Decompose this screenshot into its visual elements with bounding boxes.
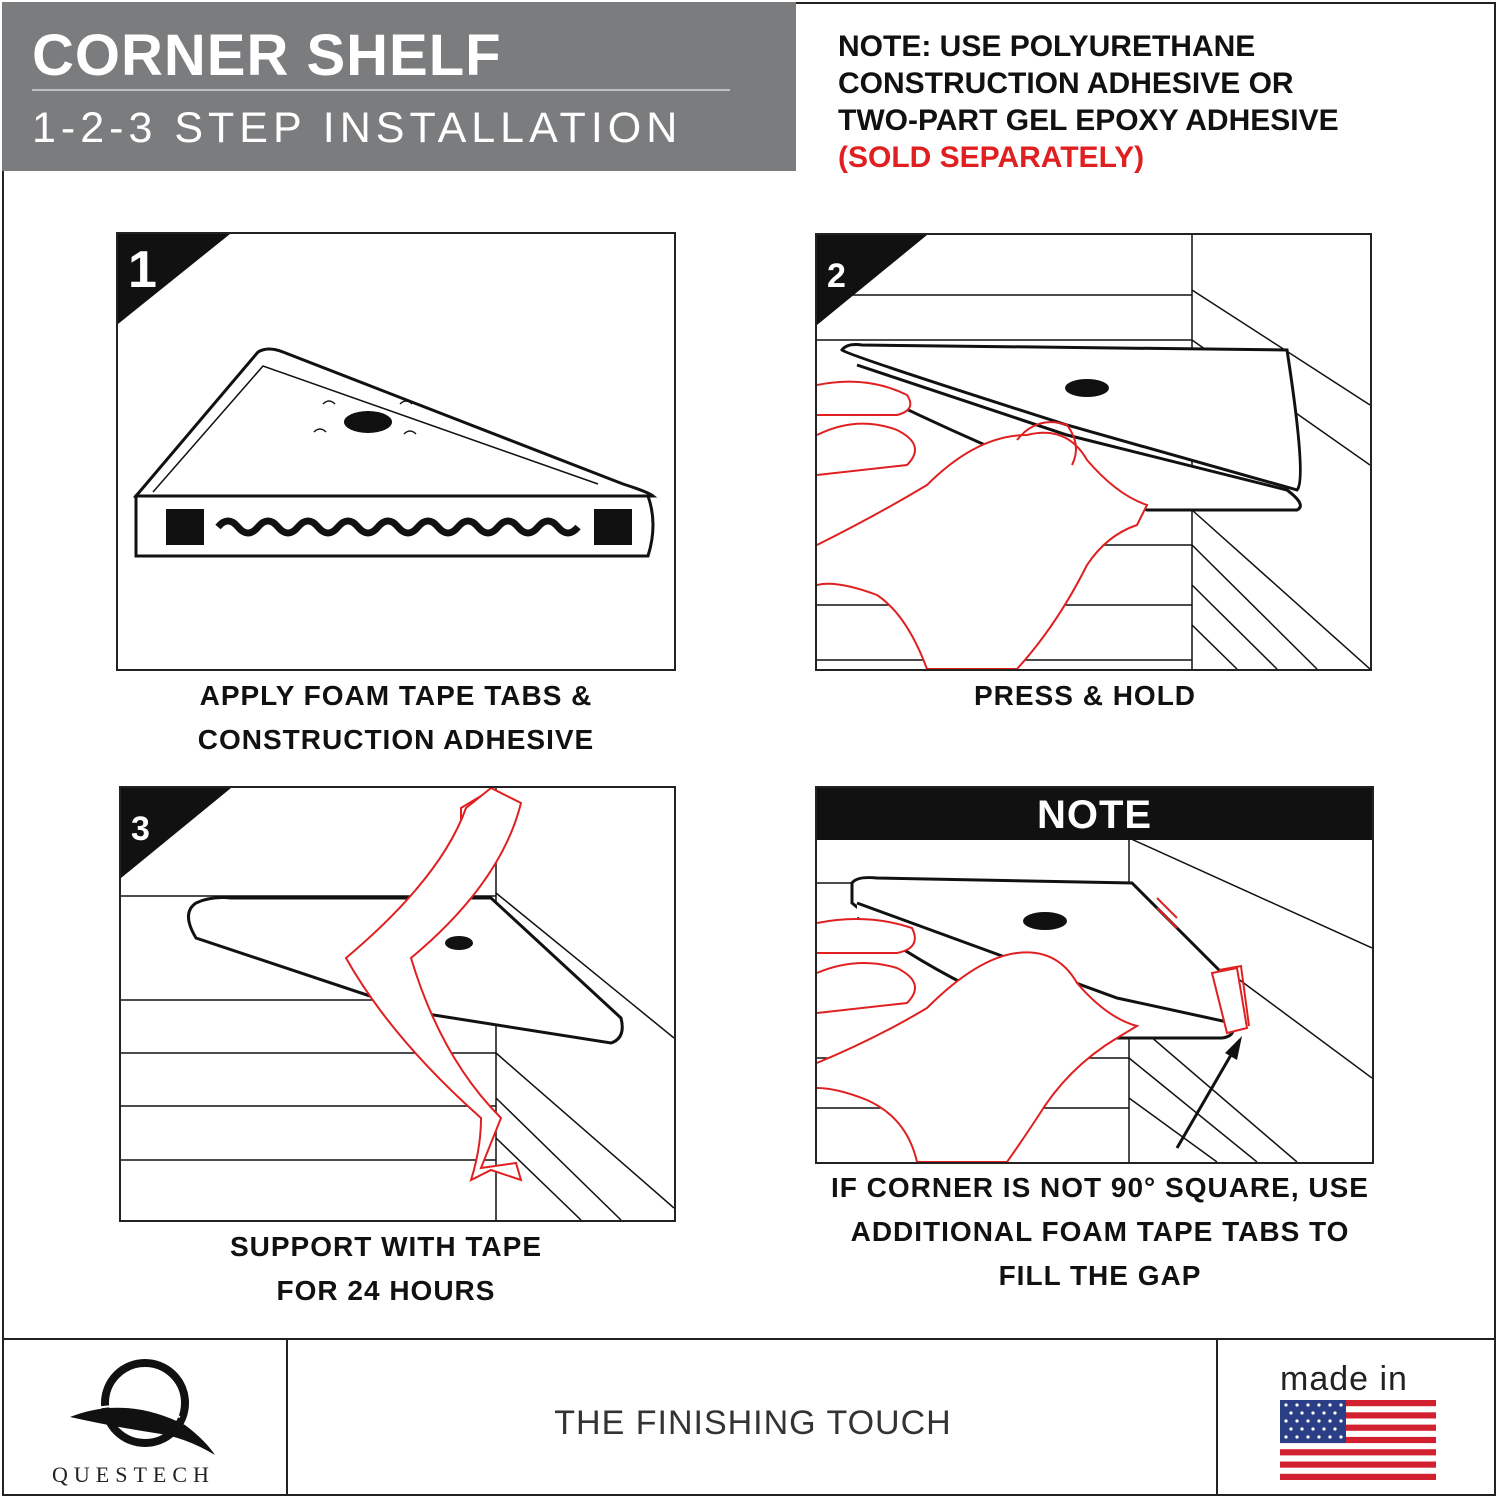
note-label: NOTE: xyxy=(838,30,932,63)
step-3-illustration xyxy=(121,788,674,1220)
title-divider xyxy=(32,89,730,91)
note-illustration xyxy=(817,837,1372,1162)
step-1-number: 1 xyxy=(128,241,157,299)
step-1-caption: APPLY FOAM TAPE TABS & CONSTRUCTION ADHE… xyxy=(116,674,676,762)
note-panel: NOTE xyxy=(815,786,1374,1164)
step-2-panel: 2 xyxy=(815,233,1372,671)
us-flag-icon xyxy=(1280,1400,1436,1480)
note-caption-line1: IF CORNER IS NOT 90° SQUARE, USE xyxy=(831,1172,1369,1203)
step-2-number: 2 xyxy=(827,257,846,295)
step-3-caption-line2: FOR 24 HOURS xyxy=(276,1275,496,1306)
note-caption-line2: ADDITIONAL FOAM TAPE TABS TO xyxy=(850,1216,1350,1247)
note-text-3: TWO-PART GEL EPOXY ADHESIVE xyxy=(838,104,1339,137)
adhesive-note: NOTE: USE POLYURETHANE CONSTRUCTION ADHE… xyxy=(838,28,1339,176)
note-panel-caption: IF CORNER IS NOT 90° SQUARE, USE ADDITIO… xyxy=(800,1166,1400,1298)
step-1-caption-line2: CONSTRUCTION ADHESIVE xyxy=(197,724,595,755)
header-banner xyxy=(2,2,796,171)
step-1-panel: 1 xyxy=(116,232,676,671)
step-2-illustration xyxy=(817,235,1370,669)
footer-divider-left xyxy=(286,1338,288,1496)
step-3-number: 3 xyxy=(131,810,150,848)
note-caption-line3: FILL THE GAP xyxy=(998,1260,1202,1291)
step-1-illustration xyxy=(118,234,658,558)
made-in-text: made in xyxy=(1280,1360,1408,1398)
step-1-caption-line1: APPLY FOAM TAPE TABS & xyxy=(199,680,593,711)
page-subtitle: 1-2-3 STEP INSTALLATION xyxy=(32,104,683,152)
step-2-caption: PRESS & HOLD xyxy=(973,680,1197,711)
step-3-caption: SUPPORT WITH TAPE FOR 24 HOURS xyxy=(116,1225,656,1313)
note-text-2: CONSTRUCTION ADHESIVE OR xyxy=(838,67,1294,100)
page-title: CORNER SHELF xyxy=(32,23,502,88)
adhesive-note-line1: NOTE: USE POLYURETHANE xyxy=(838,28,1339,65)
tagline: THE FINISHING TOUCH xyxy=(554,1404,952,1442)
sold-separately-text: (SOLD SEPARATELY) xyxy=(838,141,1145,174)
step-3-panel: 3 xyxy=(119,786,676,1222)
questech-logo-icon xyxy=(70,1359,215,1455)
footer-divider xyxy=(2,1338,1496,1340)
brand-name: QUESTECH xyxy=(52,1462,215,1487)
note-text-1: USE POLYURETHANE xyxy=(939,30,1256,63)
step-3-caption-line1: SUPPORT WITH TAPE xyxy=(229,1231,543,1262)
footer-divider-right xyxy=(1216,1338,1218,1496)
note-panel-heading: NOTE xyxy=(817,788,1372,840)
